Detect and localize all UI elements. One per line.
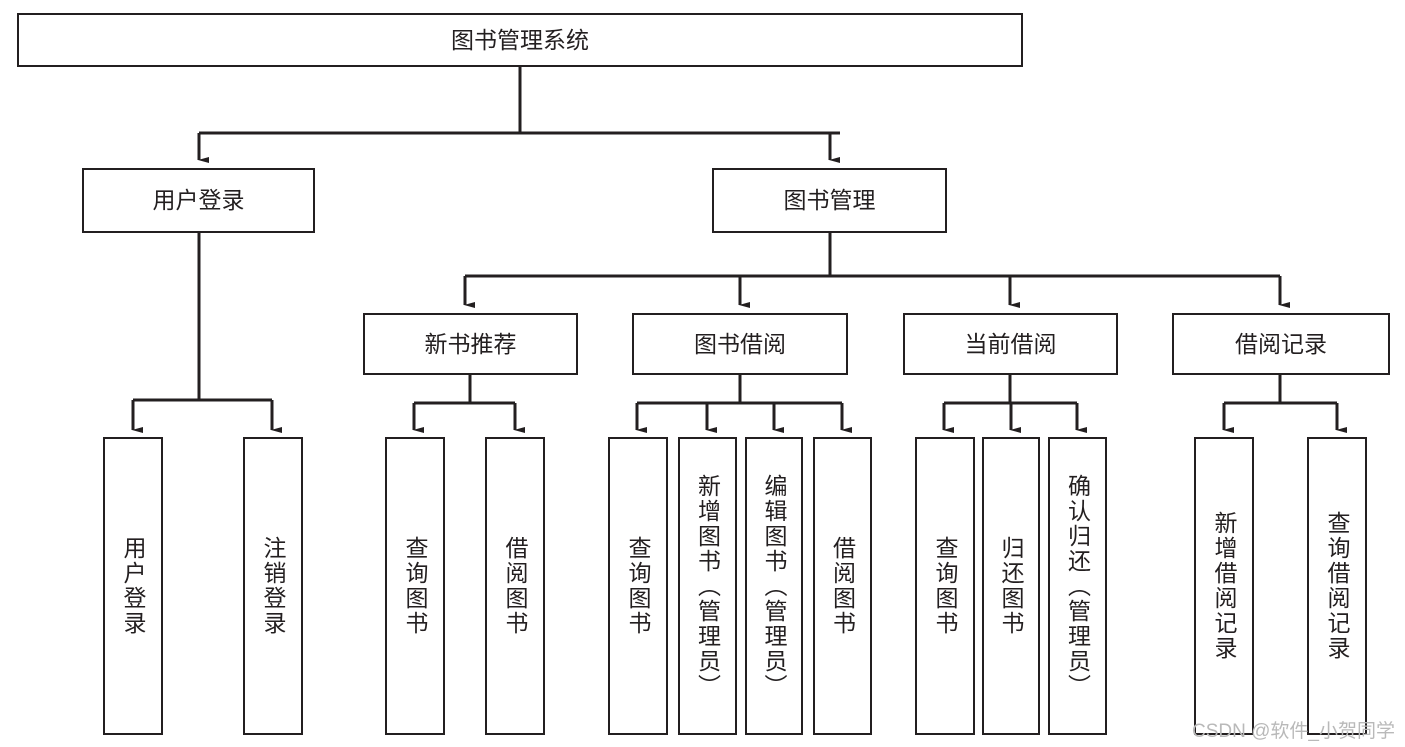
node-label: 图书管理系统 xyxy=(451,26,589,53)
node-label: 图书借阅 xyxy=(694,330,786,357)
leaf-edit-book-admin[interactable]: 编辑图书（管理员） xyxy=(745,437,803,735)
node-label: 用户登录 xyxy=(120,536,147,636)
node-label: 借阅图书 xyxy=(829,536,856,636)
leaf-query-book-borrow[interactable]: 查询图书 xyxy=(608,437,668,735)
node-label: 新增图书（管理员） xyxy=(694,473,721,699)
node-label: 图书管理 xyxy=(783,187,876,214)
node-book-management[interactable]: 图书管理 xyxy=(712,168,947,233)
leaf-add-book-admin[interactable]: 新增图书（管理员） xyxy=(678,437,737,735)
node-label: 编辑图书（管理员） xyxy=(761,473,788,699)
node-label: 归还图书 xyxy=(998,536,1025,636)
leaf-add-borrow-record[interactable]: 新增借阅记录 xyxy=(1194,437,1254,735)
node-user-login[interactable]: 用户登录 xyxy=(82,168,315,233)
node-label: 用户登录 xyxy=(152,187,245,214)
node-label: 新书推荐 xyxy=(424,330,517,357)
leaf-user-login[interactable]: 用户登录 xyxy=(103,437,163,735)
node-label: 新增借阅记录 xyxy=(1211,511,1238,661)
node-label: 当前借阅 xyxy=(964,330,1057,357)
leaf-query-borrow-record[interactable]: 查询借阅记录 xyxy=(1307,437,1367,735)
node-label: 查询图书 xyxy=(402,536,429,636)
node-new-book-recommend[interactable]: 新书推荐 xyxy=(363,313,578,375)
node-label: 注销登录 xyxy=(260,536,287,636)
node-label: 查询借阅记录 xyxy=(1324,511,1351,661)
leaf-query-book-recommend[interactable]: 查询图书 xyxy=(385,437,445,735)
leaf-borrow-book-recommend[interactable]: 借阅图书 xyxy=(485,437,545,735)
leaf-return-book[interactable]: 归还图书 xyxy=(982,437,1040,735)
node-book-borrow[interactable]: 图书借阅 xyxy=(632,313,848,375)
node-label: 借阅图书 xyxy=(502,536,529,636)
node-label: 确认归还（管理员） xyxy=(1064,473,1091,699)
leaf-confirm-return-admin[interactable]: 确认归还（管理员） xyxy=(1048,437,1107,735)
node-label: 查询图书 xyxy=(625,536,652,636)
leaf-logout[interactable]: 注销登录 xyxy=(243,437,303,735)
csdn-watermark: CSDN @软件_小贺同学 xyxy=(1192,721,1395,742)
node-label: 借阅记录 xyxy=(1235,330,1327,357)
node-current-borrow[interactable]: 当前借阅 xyxy=(903,313,1118,375)
node-label: 查询图书 xyxy=(932,536,959,636)
node-borrow-record[interactable]: 借阅记录 xyxy=(1172,313,1390,375)
leaf-borrow-book[interactable]: 借阅图书 xyxy=(813,437,872,735)
leaf-query-book-current[interactable]: 查询图书 xyxy=(915,437,975,735)
node-root-book-management-system[interactable]: 图书管理系统 xyxy=(17,13,1023,67)
